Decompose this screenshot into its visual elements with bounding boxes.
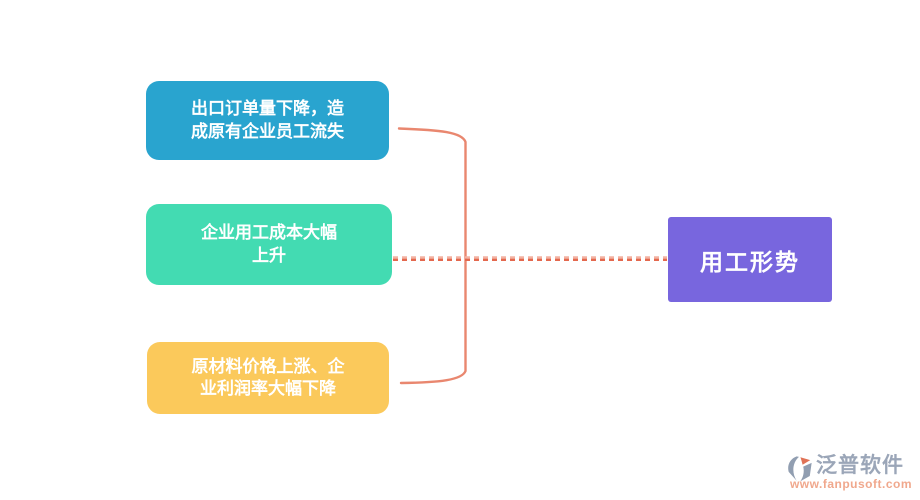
connector-bracket: [397, 127, 467, 385]
watermark-brand-text: 泛普软件: [816, 454, 904, 477]
topic-node-labor-cost[interactable]: 企业用工成本大幅 上升: [146, 204, 392, 285]
topic-node-export-orders[interactable]: 出口订单量下降，造 成原有企业员工流失: [146, 81, 389, 160]
fanpu-logo-icon: [788, 456, 812, 482]
root-topic-node[interactable]: 用工形势: [668, 217, 832, 302]
watermark: 泛普软件 www.fanpusoft.com: [784, 454, 912, 491]
topic-node-raw-material[interactable]: 原材料价格上涨、企 业利润率大幅下降: [147, 342, 389, 414]
watermark-url-text: www.fanpusoft.com: [789, 477, 912, 491]
